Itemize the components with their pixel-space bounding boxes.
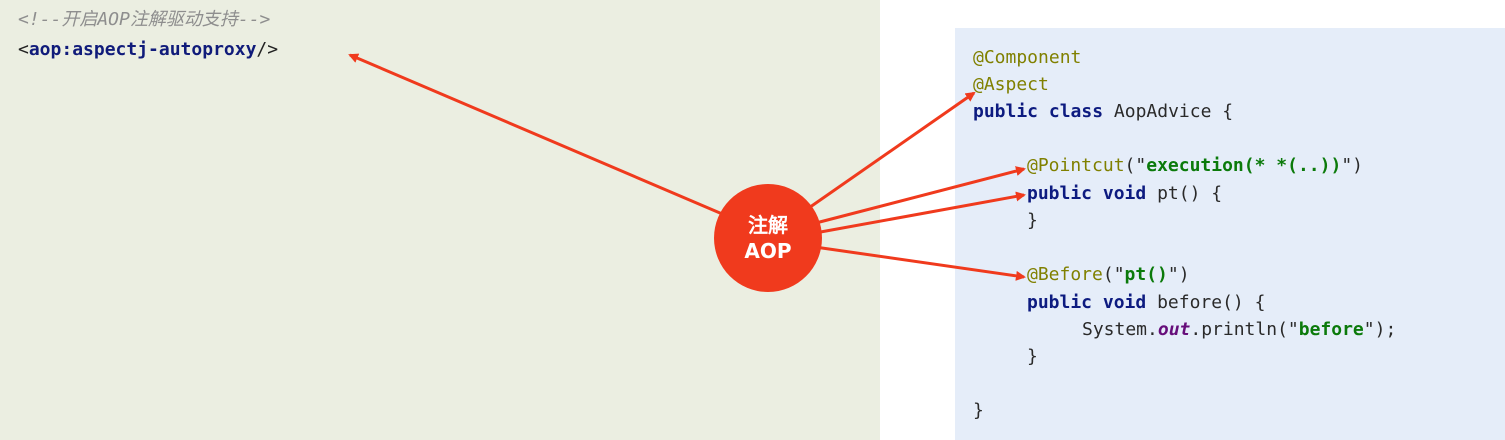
before-close-brace: } <box>1027 346 1038 367</box>
xml-autoproxy-tag: <aop:aspectj-autoproxy/> <box>18 39 278 61</box>
keyword-public: public <box>1027 183 1093 204</box>
arrow-to-pt-method <box>814 191 1026 235</box>
arrow-to-xml-tag <box>348 53 728 218</box>
keyword-public: public <box>1027 292 1093 313</box>
println-out-field: out <box>1157 319 1191 340</box>
println-statement: System.out.println("before"); <box>1082 319 1396 341</box>
keyword-public: public <box>973 101 1039 122</box>
keyword-class: class <box>1048 101 1104 122</box>
keyword-void: void <box>1102 292 1147 313</box>
badge-line-1: 注解 <box>748 213 788 237</box>
class-close-brace: } <box>973 400 984 421</box>
pointcut-expression: execution(* *(..)) <box>1146 155 1342 176</box>
aspect-annotation: @Aspect <box>973 74 1049 95</box>
before-annotation: @Before <box>1027 264 1103 285</box>
class-name: AopAdvice { <box>1103 101 1234 122</box>
component-annotation: @Component <box>973 47 1082 68</box>
before-close: ") <box>1167 264 1190 285</box>
keyword-void: void <box>1102 183 1147 204</box>
badge-line-2: AOP <box>744 239 792 263</box>
arrow-to-pointcut-annotation <box>811 166 1026 226</box>
xml-comment: <!--开启AOP注解驱动支持--> <box>18 9 271 30</box>
tag-close-bracket: /> <box>256 39 279 60</box>
tag-open-bracket: < <box>18 39 29 60</box>
pointcut-annotation: @Pointcut <box>1027 155 1125 176</box>
pt-signature: pt() { <box>1146 183 1223 204</box>
pointcut-close: ") <box>1341 155 1363 176</box>
println-end: "); <box>1363 319 1397 340</box>
pointcut-line: @Pointcut("execution(* *(..))") <box>1027 155 1363 177</box>
arrow-to-before-annotation <box>814 245 1026 281</box>
java-code-panel <box>955 28 1505 440</box>
pt-method-declaration: public void pt() { <box>1027 183 1222 205</box>
println-call: .println(" <box>1190 319 1299 340</box>
before-annotation-line: @Before("pt()") <box>1027 264 1190 286</box>
annotation-aop-badge: 注解 AOP <box>714 184 822 292</box>
before-open: (" <box>1102 264 1125 285</box>
class-declaration: public class AopAdvice { <box>973 101 1233 123</box>
arrow-to-aspect-annotation <box>802 91 976 214</box>
before-method-declaration: public void before() { <box>1027 292 1265 314</box>
before-signature: before() { <box>1146 292 1266 313</box>
pointcut-open: (" <box>1124 155 1147 176</box>
tag-name: aop:aspectj-autoproxy <box>28 39 257 60</box>
println-argument: before <box>1298 319 1364 340</box>
pt-close-brace: } <box>1027 210 1038 231</box>
println-prefix: System. <box>1082 319 1158 340</box>
before-expression: pt() <box>1124 264 1168 285</box>
